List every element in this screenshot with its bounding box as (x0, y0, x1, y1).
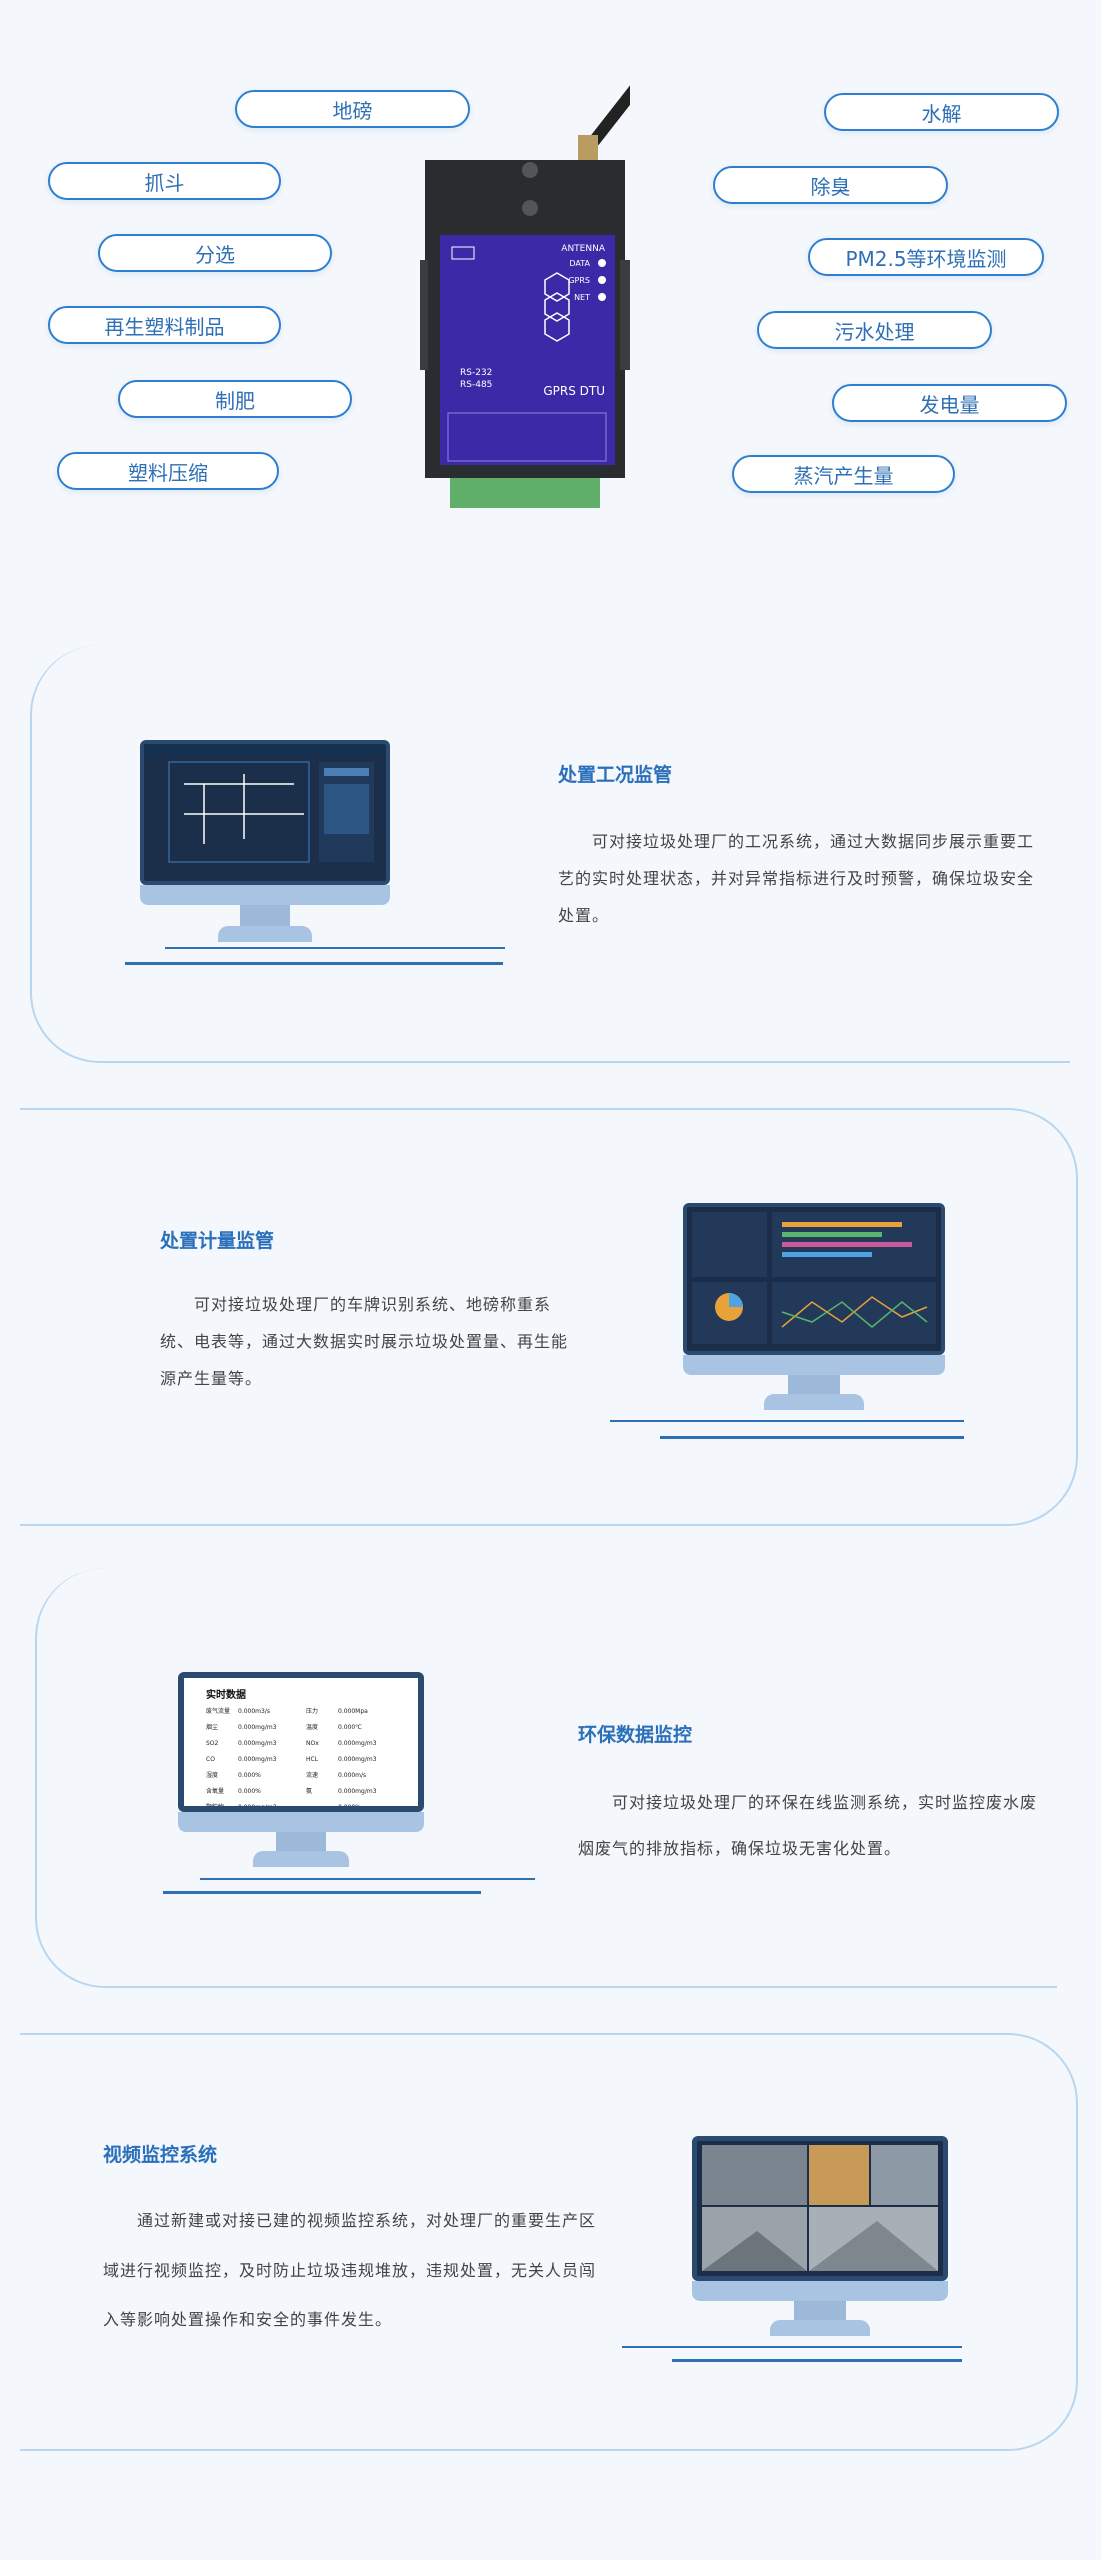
section-4-monitor (692, 2136, 948, 2358)
section-3-monitor: 实时数据 废气流量 0.000m3/s 压力 0.000Mpa 烟尘 0.000mg/m3… (178, 1672, 424, 1892)
env-screen-cell: 0.000Mpa (338, 1708, 368, 1715)
section-4-decor-line (672, 2359, 962, 2362)
tag-right-4[interactable]: 发电量 (832, 384, 1067, 422)
env-screen-row: CO 0.000mg/m3 HCL 0.000mg/m3 (206, 1752, 406, 1768)
section-4-frame (20, 2033, 1078, 2451)
section-4-body: 通过新建或对接已建的视频监控系统，对处理厂的重要生产区域进行视频监控，及时防止垃… (103, 2211, 597, 2330)
tag-left-5[interactable]: 塑料压缩 (57, 452, 279, 490)
tag-left-1[interactable]: 抓斗 (48, 162, 281, 200)
section-4-decor-line (622, 2346, 962, 2348)
env-screen-cell: 含氧量 (206, 1788, 225, 1795)
env-screen-cell: 0.000m3/s (238, 1708, 270, 1715)
section-2-title: 处置计量监管 (160, 1230, 275, 1252)
env-screen-row: 废气流量 0.000m3/s 压力 0.000Mpa (206, 1704, 406, 1720)
section-3-frame (35, 1568, 1057, 1988)
section-3-title: 环保数据监控 (578, 1724, 693, 1746)
section-2-monitor (683, 1203, 945, 1433)
tag-right-5[interactable]: 蒸汽产生量 (732, 455, 955, 493)
env-screen-cell: NOx (306, 1740, 319, 1747)
env-screen-row: 烟尘 0.000mg/m3 温度 0.000℃ (206, 1720, 406, 1736)
section-2-decor-line (610, 1420, 964, 1422)
section-1-frame (30, 645, 1070, 1063)
section-1-title: 处置工况监管 (558, 764, 673, 786)
tag-right-1[interactable]: 除臭 (713, 166, 948, 204)
env-screen-cell: 0.000mg/m3 (338, 1756, 377, 1763)
tag-left-0[interactable]: 地磅 (235, 90, 470, 128)
tag-right-0[interactable]: 水解 (824, 93, 1059, 131)
port-rs485-label: RS-485 (460, 380, 492, 390)
tag-left-2[interactable]: 分选 (98, 234, 332, 272)
env-screen-cell: 温度 (306, 1724, 319, 1731)
env-screen-cell: 氨 (306, 1788, 313, 1795)
gprs-dtu-device: ANTENNA DATA GPRS NET RS-232 RS-485 GPRS… (408, 55, 649, 515)
section-2-body: 可对接垃圾处理厂的车牌识别系统、地磅称重系统、电表等，通过大数据实时展示垃圾处置… (160, 1295, 569, 1388)
section-1-decor-line (125, 962, 503, 965)
env-screen-cell: 湿度 (206, 1772, 219, 1779)
env-screen-cell: 烟尘 (206, 1724, 219, 1731)
env-screen-cell (306, 1800, 338, 1806)
env-screen-row: SO2 0.000mg/m3 NOx 0.000mg/m3 (206, 1736, 406, 1752)
tag-right-3[interactable]: 污水处理 (757, 311, 992, 349)
env-screen-cell: 0.000m/s (338, 1772, 367, 1779)
section-4-title: 视频监控系统 (103, 2144, 218, 2166)
port-rs232-label: RS-232 (460, 368, 492, 378)
device-model-label: GPRS DTU (543, 384, 605, 398)
env-screen-cell: 0.000mg/m3 (238, 1724, 277, 1731)
env-screen-cell: HCL (306, 1756, 319, 1763)
env-screen-cell: 流速 (306, 1772, 319, 1779)
tag-left-4[interactable]: 制肥 (118, 380, 352, 418)
env-screen-cell: 0.000mg/m3 (338, 1740, 377, 1747)
env-screen-row: 含氧量 0.000% 氨 0.000mg/m3 (206, 1784, 406, 1800)
env-screen-cell: 0.000℃ (338, 1724, 362, 1731)
env-screen-cell: 0.000% (238, 1788, 261, 1795)
env-screen-cell: 0.000mg/m3 (238, 1804, 277, 1811)
env-screen-cell: 压力 (306, 1708, 319, 1715)
env-screen-cell: 颗粒物 (206, 1804, 225, 1811)
led-net-label: NET (574, 293, 590, 302)
env-screen-row: 湿度 0.000% 流速 0.000m/s (206, 1768, 406, 1784)
env-screen-row: 颗粒物 0.000mg/m3 0.000% (206, 1800, 406, 1811)
env-screen-cell: SO2 (206, 1740, 219, 1747)
env-screen-cell: 0.000% (238, 1772, 261, 1779)
tag-left-3[interactable]: 再生塑料制品 (48, 306, 281, 344)
env-screen-cell: 废气流量 (206, 1708, 231, 1715)
tag-right-2[interactable]: PM2.5等环境监测 (808, 238, 1044, 276)
section-3-decor-line (200, 1878, 535, 1880)
section-2-frame (20, 1108, 1078, 1526)
env-screen-cell: 0.000mg/m3 (338, 1788, 377, 1795)
section-1-decor-line (165, 947, 505, 949)
section-3-decor-line (163, 1891, 481, 1894)
led-gprs-label: GPRS (568, 276, 590, 285)
led-data-label: DATA (569, 259, 590, 268)
env-screen-cell: 0.000mg/m3 (238, 1756, 277, 1763)
antenna-label: ANTENNA (561, 244, 606, 254)
section-3-body: 可对接垃圾处理厂的环保在线监测系统，实时监控废水废烟废气的排放指标，确保垃圾无害… (578, 1793, 1038, 1859)
env-screen-cell: 0.000mg/m3 (238, 1740, 277, 1747)
env-screen-cell: 0.000% (338, 1804, 361, 1811)
env-screen-table: 废气流量 0.000m3/s 压力 0.000Mpa 烟尘 0.000mg/m3 温度 0.0… (206, 1704, 406, 1811)
section-1-body: 可对接垃圾处理厂的工况系统，通过大数据同步展示重要工艺的实时处理状态，并对异常指… (558, 832, 1035, 925)
env-screen-cell: CO (206, 1756, 215, 1763)
section-2-decor-line (660, 1436, 964, 1439)
section-1-monitor (140, 740, 390, 970)
env-screen-title: 实时数据 (206, 1690, 246, 1701)
